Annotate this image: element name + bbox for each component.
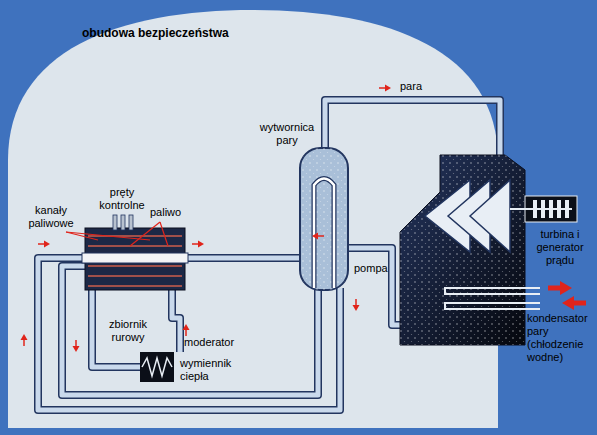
arrow-head xyxy=(560,281,572,295)
steam-generator-texture xyxy=(300,148,348,290)
steam-pipe xyxy=(325,100,500,157)
part-label: wymiennik ciepła xyxy=(180,357,242,383)
flow-arrow xyxy=(73,340,80,352)
part-label: wytwornica pary xyxy=(252,121,322,147)
heat-exchanger xyxy=(140,352,174,382)
part-label: pompa xyxy=(354,262,390,275)
primary-loop-inner xyxy=(62,266,318,395)
part-label: para xyxy=(400,80,440,93)
leader-line xyxy=(160,222,168,246)
control-rod xyxy=(121,215,125,230)
flow-arrow xyxy=(183,324,190,336)
flow-arrow xyxy=(353,299,360,311)
primary-loop-outer-outline xyxy=(38,258,340,410)
part-label: turbina i generator prądu xyxy=(528,228,592,267)
arrow-head xyxy=(385,85,391,92)
housing-texture xyxy=(400,155,525,345)
hot-pipe-outline xyxy=(185,254,302,262)
leader-line xyxy=(66,232,150,240)
arrow-head xyxy=(73,346,80,352)
region-title: obudowa bezpieczeństwa xyxy=(82,26,229,40)
arrow-head xyxy=(562,296,574,310)
moderator-return-outline xyxy=(172,290,180,352)
turbine-housing xyxy=(400,155,525,345)
moderator-return xyxy=(172,290,180,352)
exchanger-coil xyxy=(142,358,172,376)
flow-arrow xyxy=(562,296,586,310)
generator-winding xyxy=(549,200,553,218)
return-pipe-outline xyxy=(348,248,404,325)
generator-winding xyxy=(565,200,569,218)
turbine-blade xyxy=(470,180,510,252)
generator-winding xyxy=(557,200,561,218)
part-label: kanały paliwowe xyxy=(22,204,80,230)
arrow-head xyxy=(21,334,28,340)
arrow-head xyxy=(44,241,50,248)
generator-winding xyxy=(533,200,537,218)
dome-outline xyxy=(8,10,498,428)
control-rod xyxy=(113,215,117,230)
part-label: zbiornik rurowy xyxy=(100,318,156,344)
control-rod xyxy=(129,215,133,230)
arrow-head xyxy=(198,241,204,248)
flow-arrow xyxy=(379,85,391,92)
fuel-channel xyxy=(88,275,182,277)
flow-arrow xyxy=(21,334,28,346)
flow-arrow xyxy=(192,241,204,248)
return-pipe xyxy=(348,248,404,325)
steam-pipe-outline xyxy=(325,100,500,157)
flow-arrow xyxy=(38,241,50,248)
arrow-head xyxy=(183,324,190,330)
fuel-channel xyxy=(88,285,182,287)
dome-shape xyxy=(8,10,498,428)
arrow-head xyxy=(312,233,318,240)
part-label: moderator xyxy=(184,336,244,349)
condenser-tube xyxy=(445,303,540,309)
condenser-tube xyxy=(445,288,540,294)
hot-pipe xyxy=(185,256,302,261)
part-label: paliwo xyxy=(150,206,190,219)
steam-generator xyxy=(300,148,348,290)
fuel-bundle xyxy=(82,253,188,263)
leader-line xyxy=(130,222,160,246)
flow-arrow xyxy=(548,281,572,295)
flow-arrow xyxy=(312,233,324,240)
part-label: pręty kontrolne xyxy=(92,186,152,212)
containment-dome: obudowa bezpieczeństwa xyxy=(8,10,498,428)
part-label: kondensator pary (chłodzenie wodne) xyxy=(527,312,593,364)
primary-loop-inner-outline xyxy=(62,266,318,395)
generator-winding xyxy=(541,200,545,218)
fuel-channel xyxy=(88,265,182,267)
primary-loop-outer xyxy=(38,258,340,410)
arrow-head xyxy=(353,305,360,311)
